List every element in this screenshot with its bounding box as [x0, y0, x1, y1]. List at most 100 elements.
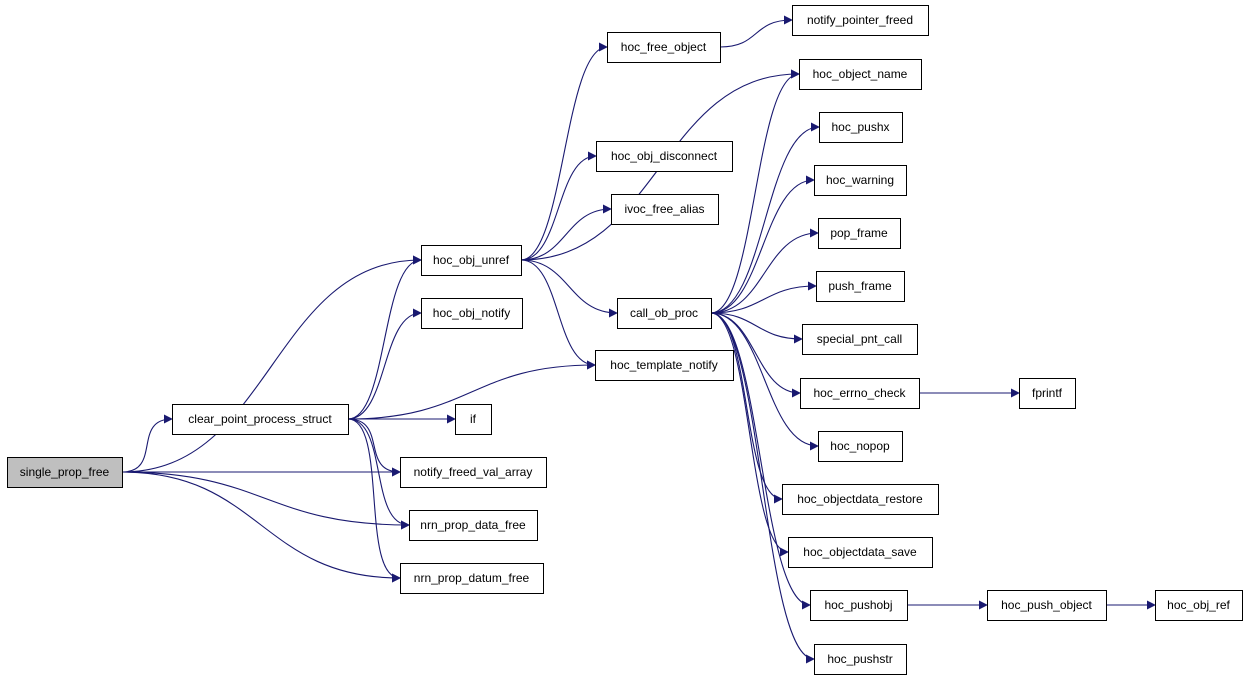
- node-box-hoc-objectdata-restore: [782, 484, 939, 515]
- edge-single-prop-free-to-nrn-prop-data-free: [121, 471, 410, 530]
- node-label-push-frame: push_frame: [828, 279, 892, 293]
- node-label-single-prop-free: single_prop_free: [20, 465, 110, 479]
- edge-hoc-free-object-to-notify-pointer-freed: [719, 15, 793, 48]
- node-hoc-errno-check[interactable]: hoc_errno_check: [800, 378, 920, 409]
- node-box-hoc-template-notify: [595, 350, 734, 381]
- node-box-hoc-objectdata-save: [788, 537, 933, 568]
- node-hoc-pushx[interactable]: hoc_pushx: [819, 112, 903, 143]
- edge-hoc-obj-unref-to-hoc-free-object: [520, 42, 608, 261]
- edge-hoc-obj-unref-to-hoc-template-notify: [520, 259, 596, 370]
- node-box-hoc-free-object: [607, 32, 721, 63]
- node-label-hoc-pushx: hoc_pushx: [831, 120, 889, 134]
- node-label-nrn-prop-datum-free: nrn_prop_datum_free: [414, 571, 530, 585]
- node-box-hoc-nopop: [818, 431, 903, 462]
- edge-call-ob-proc-to-special-pnt-call: [710, 312, 803, 344]
- edge-hoc-obj-unref-to-hoc-obj-disconnect: [520, 151, 597, 261]
- edge-call-ob-proc-to-hoc-pushstr: [710, 312, 815, 664]
- node-clear-point-process-struct[interactable]: clear_point_process_struct: [172, 404, 349, 435]
- node-label-hoc-pushstr: hoc_pushstr: [827, 652, 892, 666]
- node-single-prop-free[interactable]: single_prop_free: [7, 457, 123, 488]
- node-box-push-frame: [816, 271, 905, 302]
- node-hoc-obj-ref[interactable]: hoc_obj_ref: [1155, 590, 1243, 621]
- edge-clear-point-process-struct-to-nrn-prop-data-free: [347, 418, 410, 530]
- node-box-hoc-errno-check: [800, 378, 920, 409]
- node-label-pop-frame: pop_frame: [830, 226, 888, 240]
- edge-single-prop-free-to-hoc-obj-unref: [121, 255, 422, 473]
- edge-call-ob-proc-to-pop-frame: [710, 228, 819, 314]
- node-box-clear-point-process-struct: [172, 404, 349, 435]
- node-label-clear-point-process-struct: clear_point_process_struct: [188, 412, 332, 426]
- node-label-ivoc-free-alias: ivoc_free_alias: [624, 202, 704, 216]
- node-if[interactable]: if: [455, 404, 492, 435]
- node-label-hoc-push-object: hoc_push_object: [1001, 598, 1092, 612]
- node-box-nrn-prop-data-free: [409, 510, 538, 541]
- node-label-hoc-obj-notify: hoc_obj_notify: [433, 306, 510, 320]
- node-box-fprintf: [1019, 378, 1076, 409]
- node-label-hoc-pushobj: hoc_pushobj: [824, 598, 892, 612]
- node-label-hoc-obj-unref: hoc_obj_unref: [433, 253, 510, 267]
- node-hoc-free-object[interactable]: hoc_free_object: [607, 32, 721, 63]
- edge-clear-point-process-struct-to-hoc-obj-unref: [347, 255, 422, 420]
- node-notify-freed-val-array[interactable]: notify_freed_val_array: [400, 457, 547, 488]
- node-label-hoc-obj-ref: hoc_obj_ref: [1167, 598, 1230, 612]
- edge-single-prop-free-to-clear-point-process-struct: [121, 414, 173, 473]
- edge-call-ob-proc-to-hoc-object-name: [710, 69, 800, 314]
- node-push-frame[interactable]: push_frame: [816, 271, 905, 302]
- node-label-hoc-errno-check: hoc_errno_check: [813, 386, 906, 400]
- node-label-if: if: [470, 412, 477, 426]
- node-label-special-pnt-call: special_pnt_call: [817, 332, 902, 346]
- node-hoc-objectdata-restore[interactable]: hoc_objectdata_restore: [782, 484, 939, 515]
- edge-clear-point-process-struct-to-notify-freed-val-array: [347, 418, 401, 477]
- node-hoc-obj-notify[interactable]: hoc_obj_notify: [421, 298, 523, 329]
- node-call-ob-proc[interactable]: call_ob_proc: [617, 298, 712, 329]
- node-hoc-warning[interactable]: hoc_warning: [814, 165, 907, 196]
- node-box-hoc-obj-unref: [421, 245, 522, 276]
- node-label-hoc-free-object: hoc_free_object: [621, 40, 707, 54]
- node-label-hoc-nopop: hoc_nopop: [830, 439, 890, 453]
- node-nrn-prop-datum-free[interactable]: nrn_prop_datum_free: [400, 563, 544, 594]
- node-label-hoc-obj-disconnect: hoc_obj_disconnect: [611, 149, 718, 163]
- node-ivoc-free-alias[interactable]: ivoc_free_alias: [611, 194, 719, 225]
- node-hoc-objectdata-save[interactable]: hoc_objectdata_save: [788, 537, 933, 568]
- node-fprintf[interactable]: fprintf: [1019, 378, 1076, 409]
- node-label-notify-pointer-freed: notify_pointer_freed: [807, 13, 913, 27]
- node-label-call-ob-proc: call_ob_proc: [630, 306, 698, 320]
- node-box-hoc-pushstr: [814, 644, 907, 675]
- node-pop-frame[interactable]: pop_frame: [818, 218, 901, 249]
- node-notify-pointer-freed[interactable]: notify_pointer_freed: [792, 5, 929, 36]
- node-box-nrn-prop-datum-free: [400, 563, 544, 594]
- node-nrn-prop-data-free[interactable]: nrn_prop_data_free: [409, 510, 538, 541]
- node-label-hoc-objectdata-save: hoc_objectdata_save: [803, 545, 917, 559]
- node-hoc-object-name[interactable]: hoc_object_name: [799, 59, 922, 90]
- node-label-notify-freed-val-array: notify_freed_val_array: [414, 465, 533, 479]
- edge-call-ob-proc-to-hoc-objectdata-save: [710, 312, 789, 557]
- edge-clear-point-process-struct-to-nrn-prop-datum-free: [347, 418, 401, 583]
- node-box-ivoc-free-alias: [611, 194, 719, 225]
- node-hoc-pushobj[interactable]: hoc_pushobj: [810, 590, 908, 621]
- node-box-call-ob-proc: [617, 298, 712, 329]
- node-special-pnt-call[interactable]: special_pnt_call: [802, 324, 918, 355]
- node-box-hoc-object-name: [799, 59, 922, 90]
- node-hoc-obj-unref[interactable]: hoc_obj_unref: [421, 245, 522, 276]
- node-box-special-pnt-call: [802, 324, 918, 355]
- edge-call-ob-proc-to-push-frame: [710, 281, 817, 314]
- node-box-if: [455, 404, 492, 435]
- node-box-hoc-push-object: [987, 590, 1107, 621]
- edge-call-ob-proc-to-hoc-warning: [710, 175, 815, 314]
- node-box-notify-freed-val-array: [400, 457, 547, 488]
- node-hoc-template-notify[interactable]: hoc_template_notify: [595, 350, 734, 381]
- node-box-hoc-obj-disconnect: [596, 141, 733, 172]
- edge-clear-point-process-struct-to-hoc-obj-notify: [347, 308, 422, 420]
- node-hoc-nopop[interactable]: hoc_nopop: [818, 431, 903, 462]
- node-hoc-obj-disconnect[interactable]: hoc_obj_disconnect: [596, 141, 733, 172]
- node-box-pop-frame: [818, 218, 901, 249]
- node-label-hoc-warning: hoc_warning: [826, 173, 894, 187]
- nodes-layer: single_prop_free clear_point_process_stru…: [7, 5, 1243, 675]
- node-box-hoc-pushobj: [810, 590, 908, 621]
- node-hoc-pushstr[interactable]: hoc_pushstr: [814, 644, 907, 675]
- node-label-hoc-template-notify: hoc_template_notify: [610, 358, 717, 372]
- node-hoc-push-object[interactable]: hoc_push_object: [987, 590, 1107, 621]
- edge-hoc-obj-unref-to-ivoc-free-alias: [520, 204, 612, 261]
- edge-clear-point-process-struct-to-hoc-template-notify: [347, 360, 596, 420]
- node-box-notify-pointer-freed: [792, 5, 929, 36]
